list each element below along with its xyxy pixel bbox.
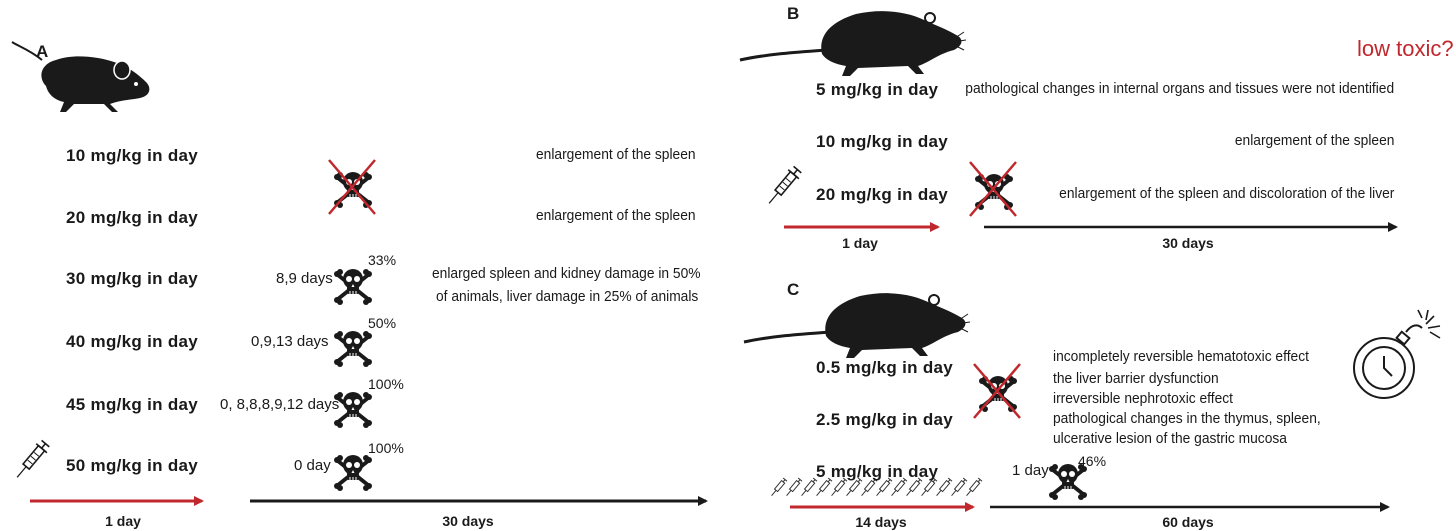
effect-text: enlargement of the spleen <box>536 207 696 224</box>
dose-label: 30 mg/kg in day <box>66 269 199 288</box>
effect-text: enlargement of the spleen <box>536 146 696 163</box>
crossed-skull-icon <box>970 162 1016 216</box>
dose-label: 20 mg/kg in day <box>66 208 199 227</box>
death-days: 1 day <box>1012 462 1049 479</box>
mortality-percent: 100% <box>368 440 404 456</box>
skull-icon <box>1047 462 1089 502</box>
effect-text: pathological changes in internal organs … <box>965 80 1394 97</box>
effect-text: of animals, liver damage in 25% of anima… <box>436 288 699 305</box>
arrow-label-red: 1 day <box>105 513 141 529</box>
arrow-label-red: 14 days <box>855 514 907 530</box>
effect-text: enlargement of the spleen <box>1234 132 1394 149</box>
dose-label: 20 mg/kg in day <box>816 185 949 204</box>
syringe-icon <box>10 438 52 483</box>
dose-label: 40 mg/kg in day <box>66 332 199 351</box>
mouse-icon <box>11 41 150 112</box>
dose-label: 10 mg/kg in day <box>816 132 949 151</box>
effect-text: irreversible nephrotoxic effect <box>1053 390 1234 407</box>
dose-label: 45 mg/kg in day <box>66 395 199 414</box>
dose-label: 2.5 mg/kg in day <box>816 410 954 429</box>
dose-label: 5 mg/kg in day <box>816 462 939 481</box>
effect-text: incompletely reversible hematotoxic effe… <box>1053 348 1309 365</box>
arrow-label-red: 1 day <box>842 235 878 251</box>
panel-b-label: B <box>787 4 800 23</box>
crossed-skull-icon <box>329 160 375 214</box>
dose-label: 0.5 mg/kg in day <box>816 358 954 377</box>
arrow-label-black: 30 days <box>442 513 494 529</box>
death-days: 0, 8,8,8,9,12 days <box>220 396 340 413</box>
death-days: 8,9 days <box>276 270 333 287</box>
skull-icon <box>332 390 374 430</box>
arrow-label-black: 60 days <box>1162 514 1214 530</box>
skull-icon <box>332 329 374 369</box>
mortality-percent: 100% <box>368 376 404 392</box>
rat-icon <box>743 293 971 358</box>
death-days: 0 day <box>294 457 331 474</box>
skull-icon <box>332 267 374 307</box>
dose-label: 50 mg/kg in day <box>66 456 199 475</box>
effect-text: enlarged spleen and kidney damage in 50% <box>432 265 701 282</box>
crossed-skull-icon <box>974 364 1020 418</box>
mortality-percent: 46% <box>1078 453 1107 469</box>
rat-icon <box>739 11 967 76</box>
panel-a-label: A <box>36 42 49 61</box>
dose-label: 5 mg/kg in day <box>816 80 939 99</box>
dose-label: 10 mg/kg in day <box>66 146 199 165</box>
effect-text: pathological changes in the thymus, sple… <box>1053 410 1321 427</box>
skull-icon <box>332 453 374 493</box>
bomb-clock-icon <box>1353 309 1441 399</box>
mortality-percent: 50% <box>368 315 397 331</box>
arrow-label-black: 30 days <box>1162 235 1214 251</box>
effect-text: ulcerative lesion of the gastric mucosa <box>1053 430 1287 447</box>
panel-c-label: C <box>787 280 800 299</box>
effect-text: the liver barrier dysfunction <box>1053 370 1219 387</box>
syringe-icon <box>762 164 804 209</box>
death-days: 0,9,13 days <box>251 333 329 350</box>
low-toxic-label: low toxic? <box>1357 36 1454 61</box>
effect-text: enlargement of the spleen and discolorat… <box>1058 185 1394 202</box>
mortality-percent: 33% <box>368 252 397 268</box>
